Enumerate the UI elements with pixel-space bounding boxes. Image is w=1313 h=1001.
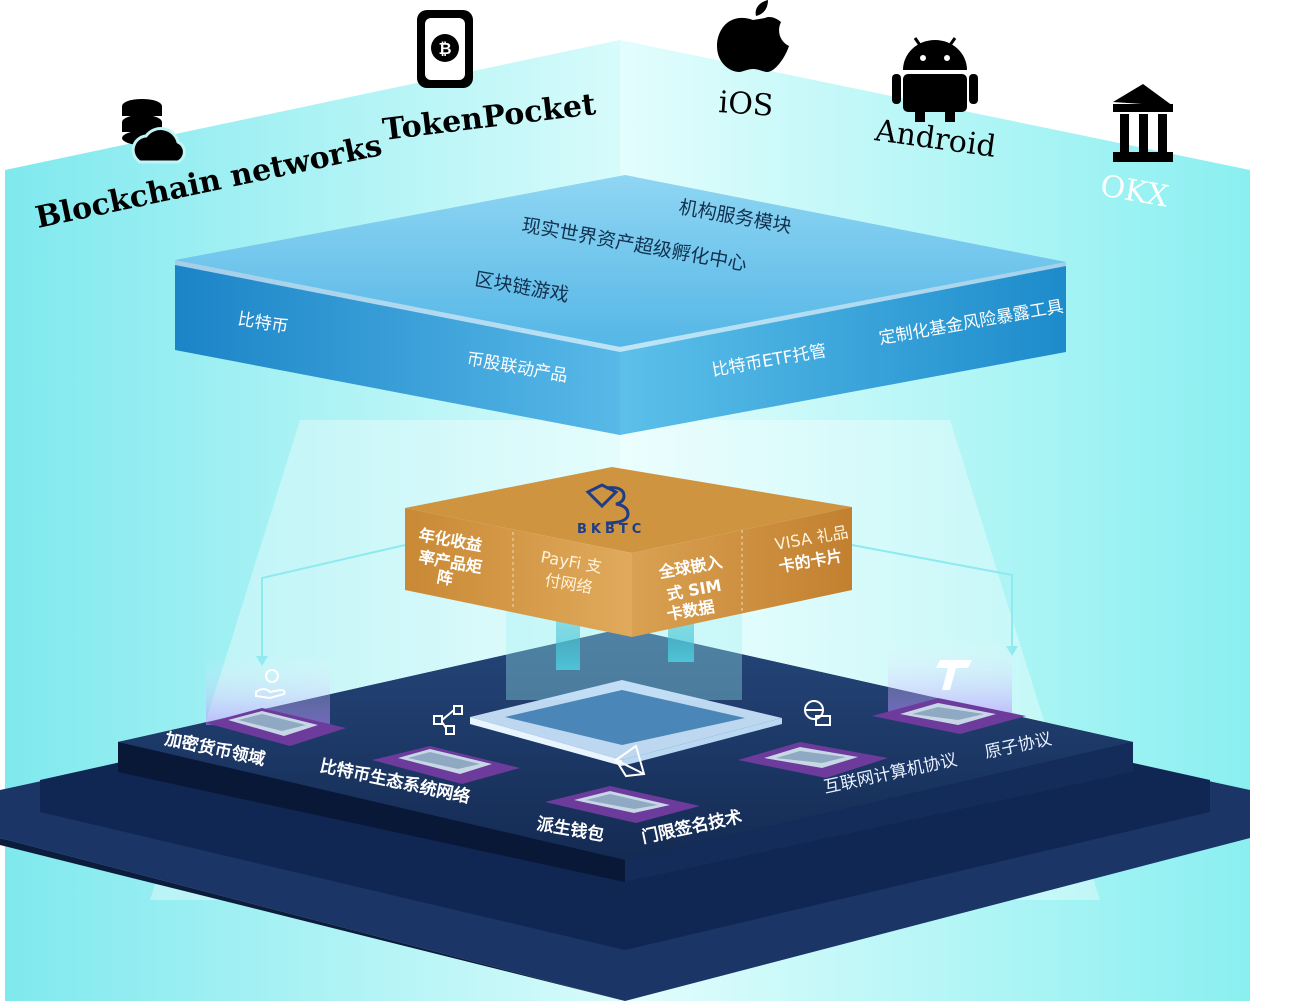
core-left-face [405,508,632,637]
service-right-face [620,262,1066,435]
platform-ios: iOS [717,0,789,124]
logo-text: BKBTC [577,522,645,537]
bitcoin-wallet-icon: ₿ [417,10,473,88]
network-nodes-icon [433,705,463,735]
svg-text:₿: ₿ [438,39,451,58]
center-tile [470,680,782,766]
service-layer: 机构服务模块 现实世界资产超级孵化中心 区块链游戏 比特币 币股联动产品 比特币… [175,175,1066,435]
service-top-face [175,175,1066,347]
database-cloud-icon [122,99,186,164]
chip-derived-wallet [545,786,700,823]
chip-crypto [206,708,346,746]
globe-computer-icon [804,700,831,726]
android-icon [892,37,978,122]
chip-atomic [872,698,1026,734]
origami-icon [614,744,646,778]
platform-label-ios: iOS [717,85,774,124]
base-left-edge [118,742,625,882]
bank-icon [1113,84,1173,162]
hand-coins-icon [255,669,286,700]
connector-right [851,544,1013,650]
service-left-face [175,260,620,435]
base-right-edge [625,742,1133,882]
chip-icp [738,742,888,778]
base-bottom-side-left [0,838,625,1001]
connector-left [261,544,406,660]
apple-icon [717,0,789,72]
core-left-line-3: 阵 [435,567,454,588]
chip-bitcoin-eco [372,746,520,784]
core-module: BKBTC 年化收益 率产品矩 阵 PayFi 支 付网络 全球嵌入 式 SIM… [405,467,852,637]
bkbtc-logo: BKBTC [577,483,645,537]
t-logo-icon [936,660,972,690]
